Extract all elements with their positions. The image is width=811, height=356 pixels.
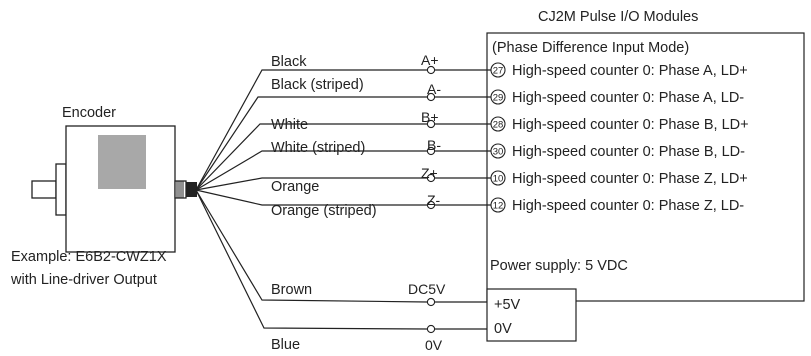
encoder-label: Encoder: [62, 105, 116, 121]
signal-wire-z: 12 High-speed counter 0: Phase Z, LD- Oran…: [195, 189, 744, 219]
power-supply-box: [486, 288, 577, 342]
wire-line: [195, 69, 427, 191]
wire-line: [195, 189, 427, 206]
wire-color-label: White (striped): [271, 140, 365, 156]
wire-signal-label: B+: [421, 109, 439, 125]
wire-line: [195, 189, 428, 303]
wire-line: [195, 177, 427, 191]
power-terminal-plus5v: +5V: [494, 297, 521, 313]
terminal-function: High-speed counter 0: Phase A, LD-: [512, 90, 744, 106]
module-mode: (Phase Difference Input Mode): [492, 40, 689, 56]
wire-node: [426, 297, 436, 307]
module-box: [486, 32, 805, 302]
wire-line: [195, 123, 427, 191]
signal-wire-b: 30 High-speed counter 0: Phase B, LD- Whit…: [195, 137, 745, 191]
wire-signal-label: Z+: [421, 165, 438, 181]
terminal-number: 30: [493, 146, 504, 157]
wire-signal-label: 0V: [425, 337, 443, 353]
wire-color-label: Orange (striped): [271, 203, 377, 219]
terminal-function: High-speed counter 0: Phase Z, LD-: [512, 198, 744, 214]
signal-wire-b: 28 High-speed counter 0: Phase B, LD+ Whit…: [195, 109, 749, 191]
terminal-circle: [490, 116, 506, 132]
wire-color-label: Blue: [271, 337, 300, 353]
encoder-flange: [55, 163, 67, 216]
terminal-circle: [490, 89, 506, 105]
wire-signal-label: DC5V: [408, 281, 446, 297]
wire-signal-label: B-: [427, 137, 441, 153]
signal-wire-z: 10 High-speed counter 0: Phase Z, LD+ Oran…: [195, 165, 748, 195]
wire-signal-label: A+: [421, 52, 439, 68]
module-title: CJ2M Pulse I/O Modules: [538, 9, 698, 25]
signal-wire-a: 27 High-speed counter 0: Phase A, LD+ Blac…: [195, 52, 748, 191]
terminal-function: High-speed counter 0: Phase Z, LD+: [512, 171, 748, 187]
wire-color-label: Black: [271, 54, 307, 70]
wire-signal-label: A-: [427, 81, 441, 97]
encoder-cable-hatch: [176, 181, 184, 198]
terminal-function: High-speed counter 0: Phase B, LD-: [512, 144, 745, 160]
wire-line: [195, 150, 427, 191]
terminal-number: 12: [493, 200, 504, 211]
encoder-example: Example: E6B2-CWZ1X: [11, 249, 167, 265]
wire-color-label: Brown: [271, 282, 312, 298]
encoder-shaft: [31, 180, 57, 199]
signal-wire-a: 29 High-speed counter 0: Phase A, LD- Blac…: [195, 77, 744, 191]
power-supply-label: Power supply: 5 VDC: [490, 258, 628, 274]
terminal-number: 29: [493, 92, 504, 103]
encoder-output-type: with Line-driver Output: [10, 272, 157, 288]
terminal-circle: [490, 143, 506, 159]
wire-signal-label: Z-: [427, 192, 441, 208]
terminal-circle: [490, 170, 506, 186]
wire-color-label: Black (striped): [271, 77, 364, 93]
power-wire-blue: Blue 0V: [195, 189, 487, 353]
power-terminal-0v: 0V: [494, 321, 512, 337]
terminal-number: 10: [493, 173, 504, 184]
wire-line: [195, 96, 427, 191]
terminal-function: High-speed counter 0: Phase B, LD+: [512, 117, 749, 133]
terminal-circle: [490, 197, 506, 213]
encoder-cable-connector: [186, 182, 197, 197]
terminal-number: 27: [493, 65, 504, 76]
encoder: [31, 125, 197, 253]
encoder-label-plate: [98, 135, 146, 189]
terminal-function: High-speed counter 0: Phase A, LD+: [512, 63, 748, 79]
terminal-circle: [490, 62, 506, 78]
power-wire-brown: Brown DC5V: [195, 189, 487, 307]
wire-color-label: Orange: [271, 179, 319, 195]
terminal-number: 28: [493, 119, 504, 130]
wire-line: [195, 189, 428, 330]
wire-color-label: White: [271, 117, 308, 133]
wire-node: [426, 324, 436, 334]
